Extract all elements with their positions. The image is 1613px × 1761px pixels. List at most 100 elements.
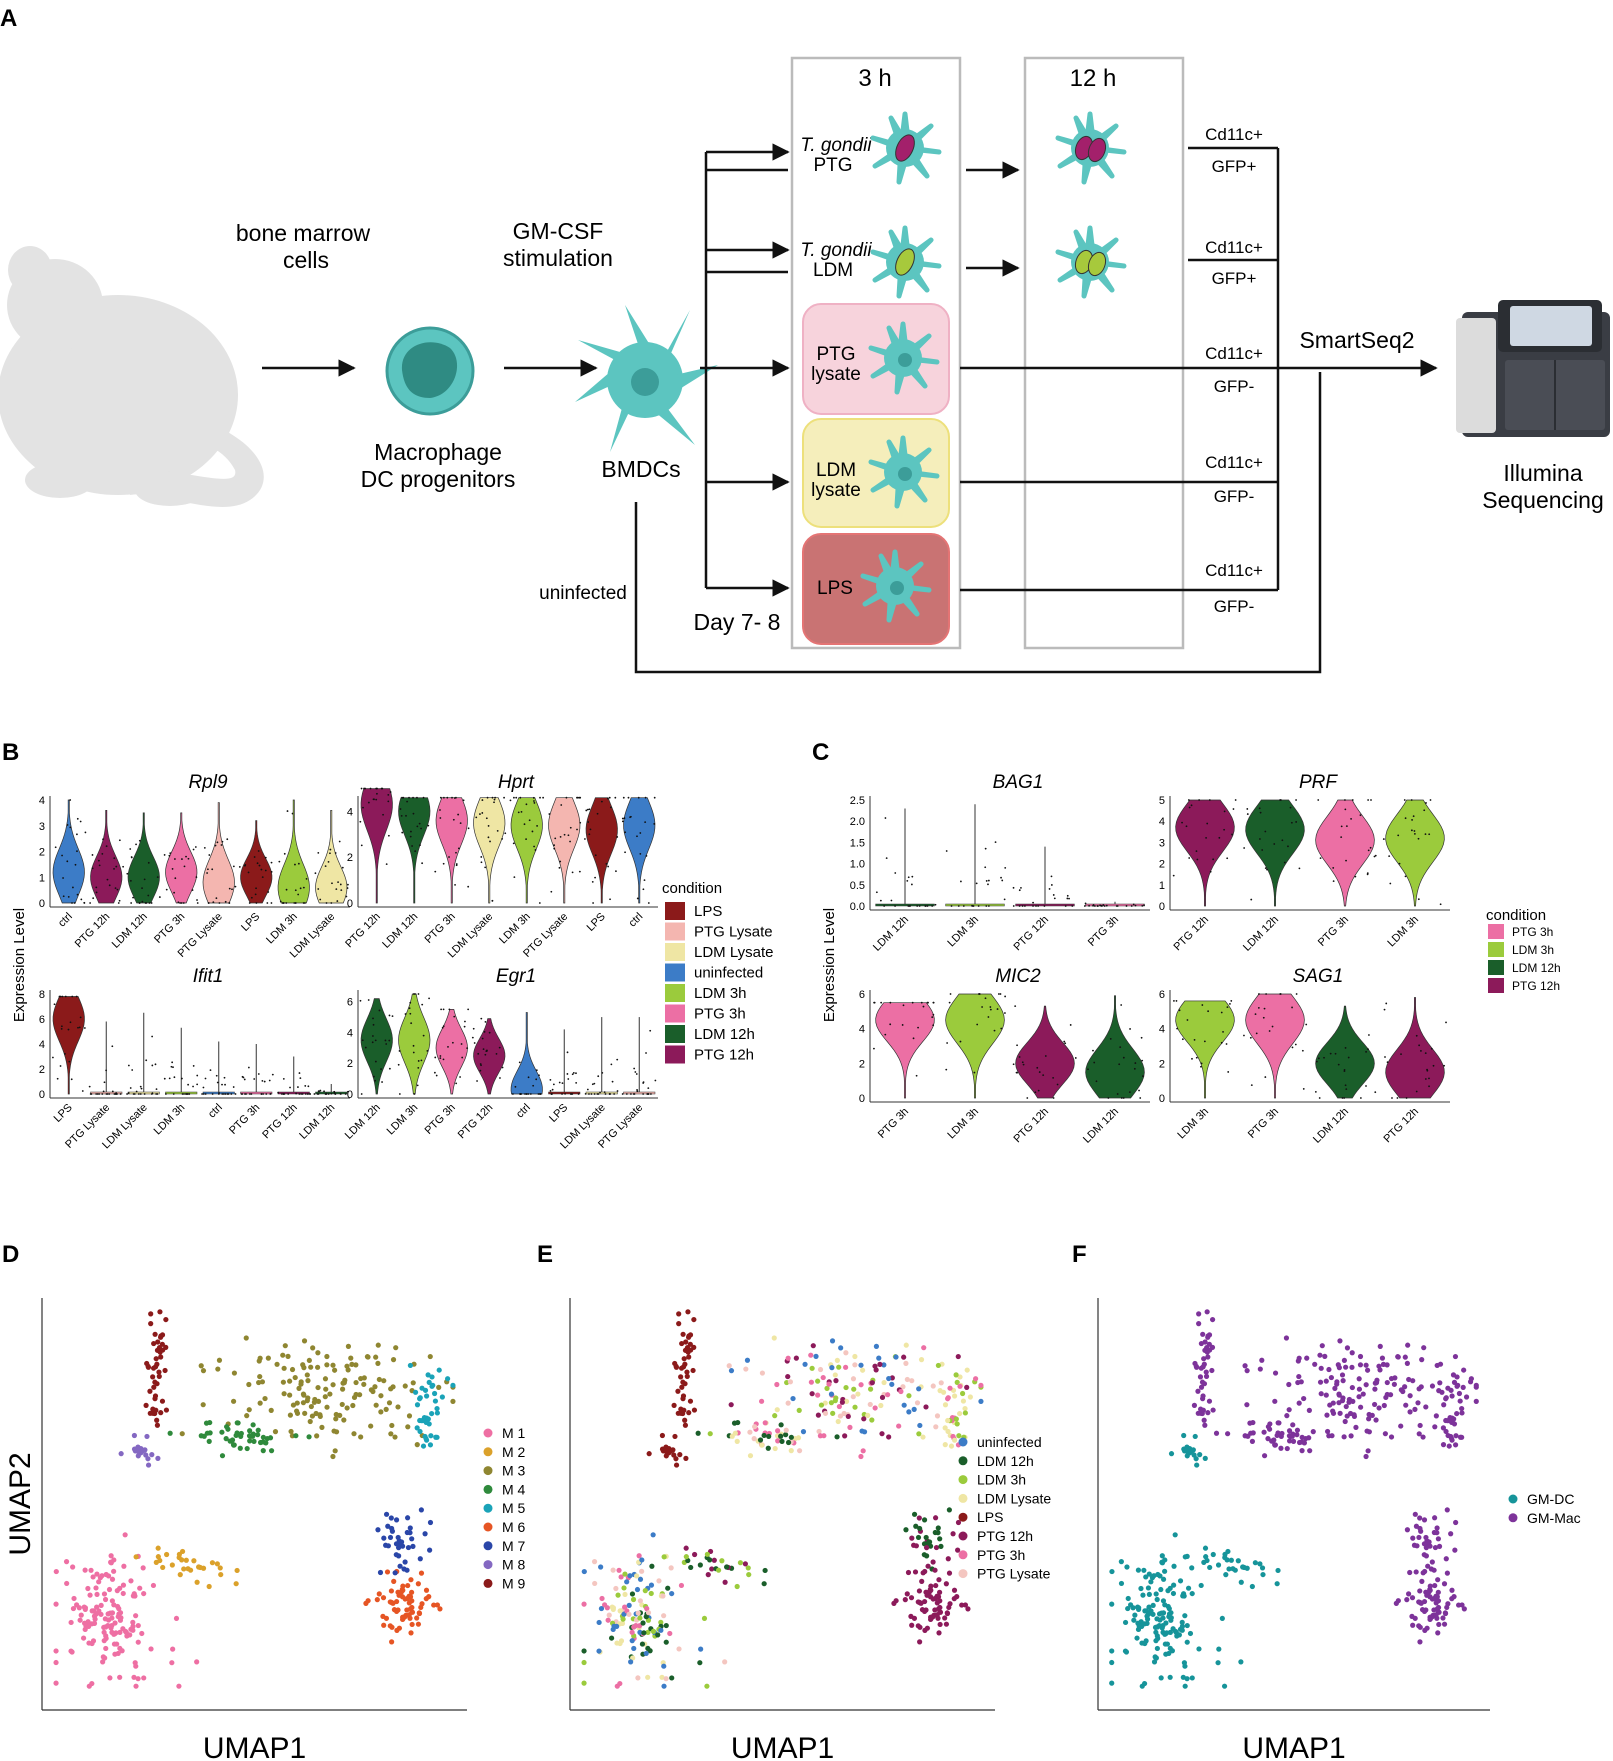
violin-point <box>257 1073 260 1075</box>
violin-point <box>1424 1052 1427 1055</box>
violin-point <box>1411 819 1413 821</box>
violin-point <box>367 801 370 804</box>
violin-point <box>1281 839 1284 842</box>
bmdcs-label: BMDCs <box>601 456 680 482</box>
violin-point <box>1064 1042 1067 1045</box>
violin-point <box>106 1093 109 1095</box>
umap-point <box>244 1445 250 1452</box>
violin-point <box>1261 849 1264 851</box>
violin-point <box>590 1093 593 1095</box>
umap-point <box>1328 1374 1334 1381</box>
violin <box>240 1044 273 1095</box>
umap-point <box>1422 1627 1428 1633</box>
umap-point <box>1326 1366 1332 1373</box>
violin-point <box>293 902 296 904</box>
ptg-lysate-label-2: lysate <box>811 364 861 385</box>
violin-point <box>283 852 286 855</box>
violin-point <box>319 1089 322 1092</box>
violin-point <box>642 1082 645 1084</box>
umap-point <box>368 1423 374 1429</box>
violin-point <box>131 1069 134 1071</box>
violin <box>240 820 273 904</box>
umap-point <box>218 1571 224 1578</box>
umap-point <box>1213 1430 1220 1436</box>
umap-point <box>361 1381 367 1387</box>
umap-point <box>1196 1311 1202 1317</box>
violin-point <box>1424 833 1427 835</box>
umap-point <box>1200 1331 1206 1337</box>
violin-point <box>405 814 407 817</box>
violin-point <box>463 1025 466 1028</box>
violin-point <box>208 854 211 856</box>
violin-point <box>1178 1009 1181 1012</box>
violin-point <box>127 1092 130 1094</box>
violin-point <box>84 831 87 834</box>
progenitor-cell-icon <box>385 326 475 416</box>
violin-point <box>1012 886 1015 889</box>
umap-point <box>310 1345 316 1351</box>
umap-point <box>158 1410 164 1416</box>
umap-point <box>759 1442 765 1448</box>
violin-point <box>1264 867 1267 870</box>
umap-point <box>1318 1391 1324 1397</box>
umap-point <box>143 1452 149 1458</box>
illumina-label-1: Illumina <box>1503 460 1582 486</box>
umap-point <box>1373 1417 1379 1423</box>
violin <box>202 802 235 904</box>
umap-point <box>306 1357 312 1364</box>
umap-point <box>911 1406 917 1412</box>
umap-point <box>1459 1410 1465 1416</box>
violin <box>1175 799 1235 907</box>
violin-point <box>529 1093 532 1095</box>
violin-point <box>1323 1056 1325 1059</box>
violin-point <box>536 825 538 827</box>
x-tick-label: LPS <box>239 911 262 934</box>
umap-point <box>388 1588 395 1594</box>
legend-label: PTG Lysate <box>694 924 773 941</box>
violin-point <box>978 993 980 995</box>
violin-point <box>448 1008 451 1011</box>
violin-point <box>577 1093 580 1095</box>
violin-point <box>551 1088 554 1091</box>
violin-point <box>132 1093 135 1095</box>
umap-point <box>1296 1400 1302 1406</box>
umap-point <box>288 1428 294 1435</box>
legend-title: condition <box>662 880 722 897</box>
violin-point <box>579 821 582 824</box>
violin-point <box>1230 1000 1233 1002</box>
umap-point <box>415 1581 421 1587</box>
umap-point <box>1189 1565 1195 1571</box>
violin-point <box>1384 1056 1386 1058</box>
umap-point <box>933 1582 939 1589</box>
violin-point <box>564 1092 566 1095</box>
violin-point <box>650 1093 652 1095</box>
umap-point <box>150 1374 156 1380</box>
umap-point <box>141 1675 147 1681</box>
violin-point <box>165 888 168 891</box>
umap-point <box>914 1400 921 1406</box>
umap-point <box>1124 1564 1130 1570</box>
violin-point <box>503 796 505 799</box>
umap-point <box>1344 1345 1351 1351</box>
violin-point <box>1396 1097 1399 1099</box>
legend-label: PTG 3h <box>1512 925 1553 939</box>
x-tick-label: PTG 12h <box>1172 914 1212 954</box>
collection-lines <box>960 146 1438 592</box>
violin-point <box>1365 1085 1367 1087</box>
time-12h-label: 12 h <box>1070 65 1117 92</box>
umap-point <box>896 1423 902 1429</box>
umap-point <box>1182 1554 1188 1560</box>
umap-point <box>390 1357 397 1363</box>
violin-point <box>388 1039 391 1042</box>
umap-point <box>817 1366 824 1373</box>
x-tick-label: LDM 3h <box>1385 914 1421 950</box>
umap-point <box>108 1553 114 1559</box>
violin-point <box>1415 1090 1418 1093</box>
violin-point <box>170 1065 173 1068</box>
umap-point <box>351 1394 358 1401</box>
umap-point <box>322 1376 329 1382</box>
umap-point <box>1419 1357 1425 1363</box>
umap-point <box>1423 1534 1429 1541</box>
umap-point <box>1332 1385 1338 1391</box>
